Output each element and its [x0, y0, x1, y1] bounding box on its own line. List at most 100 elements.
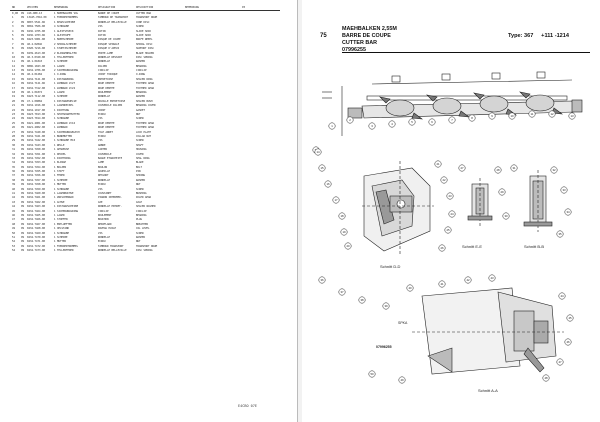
- cell-en: AXLE: [136, 200, 143, 204]
- cell-de: 1 SCHEIBE: [54, 235, 68, 239]
- cell-fr: DISQUE D'APPUI: [98, 47, 120, 51]
- cell-qty: 99: [21, 42, 25, 46]
- cell-en: LOCK PLATE: [136, 130, 152, 134]
- cell-fr: ARBRE: [98, 143, 106, 147]
- cell-de: 1 DECKEL: [54, 152, 67, 156]
- cell-fr: ECROU: [98, 240, 106, 244]
- cell-part: 0434.7461.00: [27, 196, 46, 200]
- cell-part: 0434.7423.00: [27, 143, 46, 147]
- cell-qty: 99: [21, 82, 25, 86]
- cell-de: 1 MAEHBALKEN VOL: [54, 12, 79, 15]
- callout-number: 19: [342, 230, 346, 234]
- cell-pos: 38: [12, 178, 16, 182]
- header-rule: [342, 52, 590, 53]
- cell-pos: 1: [12, 16, 14, 20]
- callout-circle: [488, 112, 496, 120]
- cell-de: 1 SCHEIBE: [54, 60, 68, 64]
- cell-de: 1 SCHRAUBE: [54, 231, 70, 235]
- cell-en: CUTTER BAR: [136, 12, 152, 15]
- cell-de: 1 SCHEIBE: [54, 178, 68, 182]
- cell-fr: RONDELLE RESSORT: [98, 55, 123, 59]
- callout-number: 47: [558, 360, 562, 364]
- cell-en: SPRING: [136, 174, 146, 178]
- cell-fr: RESSORT: [98, 174, 109, 178]
- callout-number: 29: [500, 190, 504, 194]
- cell-pos: 49: [12, 227, 16, 231]
- cell-fr: PATIN: [98, 33, 106, 37]
- cell-qty: 99: [21, 95, 25, 99]
- cell-part: 0434.7463.00: [27, 205, 46, 209]
- callout-number: 12: [550, 112, 554, 116]
- cell-qty: 99: [21, 108, 25, 112]
- cell-de: 4 SCHRAUBE: [54, 25, 70, 29]
- cell-part: 0434.7468.00: [27, 227, 46, 231]
- cell-en: BEARING COVER: [136, 104, 156, 108]
- cell-pos: 46: [12, 213, 16, 217]
- cell-fr: RENIFLARD: [98, 222, 112, 226]
- cell-part: 13445.7016.00: [27, 16, 47, 20]
- cell-fr: PALIER: [98, 64, 108, 68]
- cell-qty: 99: [21, 148, 25, 152]
- cell-part: 0434.1706.00: [27, 69, 46, 73]
- cell-fr: CARTER: [98, 148, 108, 152]
- side-label: SPKA: [398, 321, 408, 325]
- cell-pos: 15: [12, 77, 16, 81]
- callout-circle: [564, 208, 572, 216]
- cell-pos: 5: [12, 33, 14, 37]
- callout-number: 44: [560, 294, 564, 298]
- cell-pos: 21: [12, 104, 16, 108]
- callout-number: 41: [440, 282, 444, 286]
- cell-qty: 99: [21, 183, 25, 187]
- cell-part: 0434.7472.00: [27, 244, 46, 248]
- callout-number: 20: [346, 244, 350, 248]
- callout-number: 45: [568, 316, 572, 320]
- section-e-e: [467, 178, 493, 226]
- col-designation: DESIGNATION: [98, 6, 116, 9]
- cell-fr: ECROU: [98, 134, 106, 138]
- cell-part: 0434.7450.00: [27, 148, 46, 152]
- callout-number: 22: [442, 178, 446, 182]
- cell-pos: 31: [12, 148, 16, 152]
- cell-fr: AXE: [98, 200, 103, 204]
- cell-qty: 99: [21, 73, 25, 77]
- caption-e-e: Schnitt E-E: [462, 244, 482, 249]
- cell-de: 1 BUNDMUTTER: [54, 134, 73, 138]
- callout-number: 33: [562, 188, 566, 192]
- cell-de: 1 ZAHNRAD Z=16: [54, 121, 76, 125]
- cell-de: 1 GEHAEUSE: [54, 148, 70, 152]
- callout-number: 7: [451, 118, 453, 122]
- callout-circle: [494, 166, 502, 174]
- cell-part: 0434.7471.00: [27, 240, 46, 244]
- cell-pos: 32: [12, 152, 16, 156]
- exploded-drawing: Schnitt D-D Schnitt E-E Schnitt B-B Schn…: [312, 71, 583, 393]
- callout-circle: [382, 302, 390, 310]
- cell-de: 1 DICHTUNG: [54, 108, 70, 112]
- cell-part: 0439.4613.00: [27, 51, 46, 55]
- col-nr: NR: [12, 6, 16, 9]
- cell-qty: 99: [21, 12, 25, 15]
- cell-part: 47.1.00884: [27, 99, 43, 103]
- cell-qty: 99: [21, 117, 25, 121]
- cell-part: 0434.7452.00: [27, 156, 46, 160]
- type-line: Type: 367 +111 -1214: [508, 33, 569, 39]
- callout-number: 49: [400, 378, 404, 382]
- drawing-page: 75 MAEHBALKEN 2,55M BARRE DE COUPE CUTTE…: [302, 0, 600, 422]
- title-fr: BARRE DE COUPE: [342, 33, 391, 39]
- cell-part: 40.1.01843: [27, 60, 43, 64]
- cell-part: 0434.7459.00: [27, 187, 46, 191]
- callout-number: 23: [448, 194, 452, 198]
- cell-en: DISC SPRING: [136, 55, 153, 59]
- callout-circle: [368, 370, 376, 378]
- cell-qty: 99: [21, 55, 25, 59]
- cell-de: 1 TELLERFEDER: [54, 55, 74, 59]
